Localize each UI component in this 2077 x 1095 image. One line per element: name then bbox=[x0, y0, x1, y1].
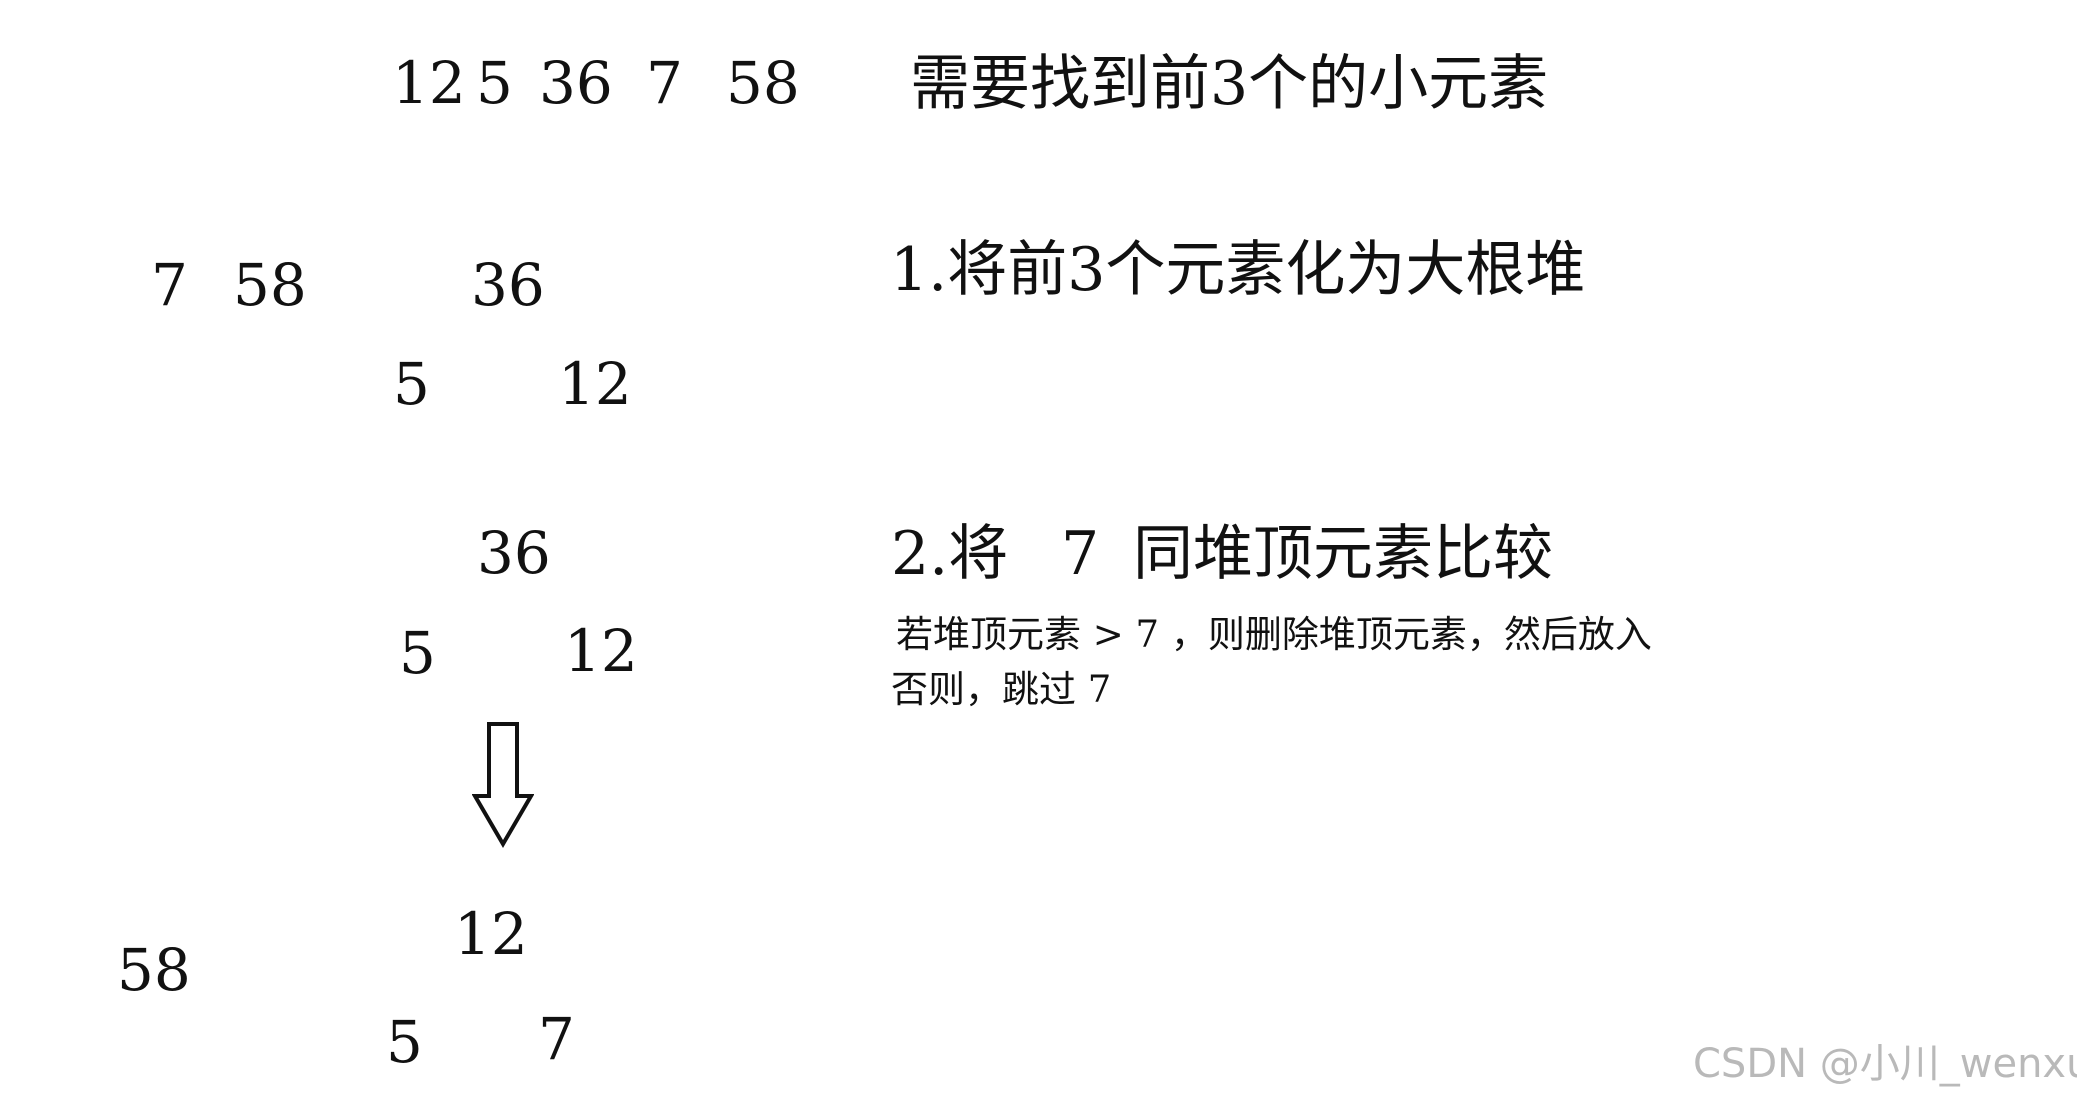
step2-note-line2: 否则，跳过 7 bbox=[891, 668, 1112, 711]
sequence-value-2: 5 bbox=[476, 49, 513, 117]
step2-heap-left: 5 bbox=[399, 619, 436, 687]
step2-heap-right: 12 bbox=[564, 617, 638, 685]
step1-heap-root: 36 bbox=[471, 251, 545, 319]
watermark: CSDN @小川_wenxun bbox=[1693, 1041, 2077, 1087]
step1-title: 1.将前3个元素化为大根堆 bbox=[890, 235, 1586, 305]
step2-note-line1: 若堆顶元素 > 7 ，则删除堆顶元素，然后放入 bbox=[896, 613, 1652, 656]
result-heap-left: 5 bbox=[386, 1008, 423, 1076]
sequence-value-3: 36 bbox=[539, 49, 613, 117]
step2-heap-root: 36 bbox=[477, 519, 551, 587]
step1-remaining-2: 58 bbox=[233, 251, 307, 319]
sequence-value-1: 12 bbox=[392, 49, 466, 117]
goal-text: 需要找到前3个的小元素 bbox=[910, 49, 1549, 119]
result-heap-right: 7 bbox=[538, 1005, 575, 1073]
down-arrow-icon bbox=[472, 722, 534, 848]
step2-title-value: 7 bbox=[1061, 519, 1100, 589]
step1-heap-left: 5 bbox=[393, 350, 430, 418]
step2-title-prefix: 2.将 bbox=[891, 519, 1009, 589]
sequence-value-4: 7 bbox=[646, 49, 683, 117]
result-remaining-1: 58 bbox=[117, 936, 191, 1004]
result-heap-root: 12 bbox=[454, 900, 528, 968]
sequence-value-5: 58 bbox=[726, 49, 800, 117]
step1-remaining-1: 7 bbox=[151, 251, 188, 319]
step1-heap-right: 12 bbox=[558, 350, 632, 418]
step2-title-suffix: 同堆顶元素比较 bbox=[1133, 519, 1553, 589]
